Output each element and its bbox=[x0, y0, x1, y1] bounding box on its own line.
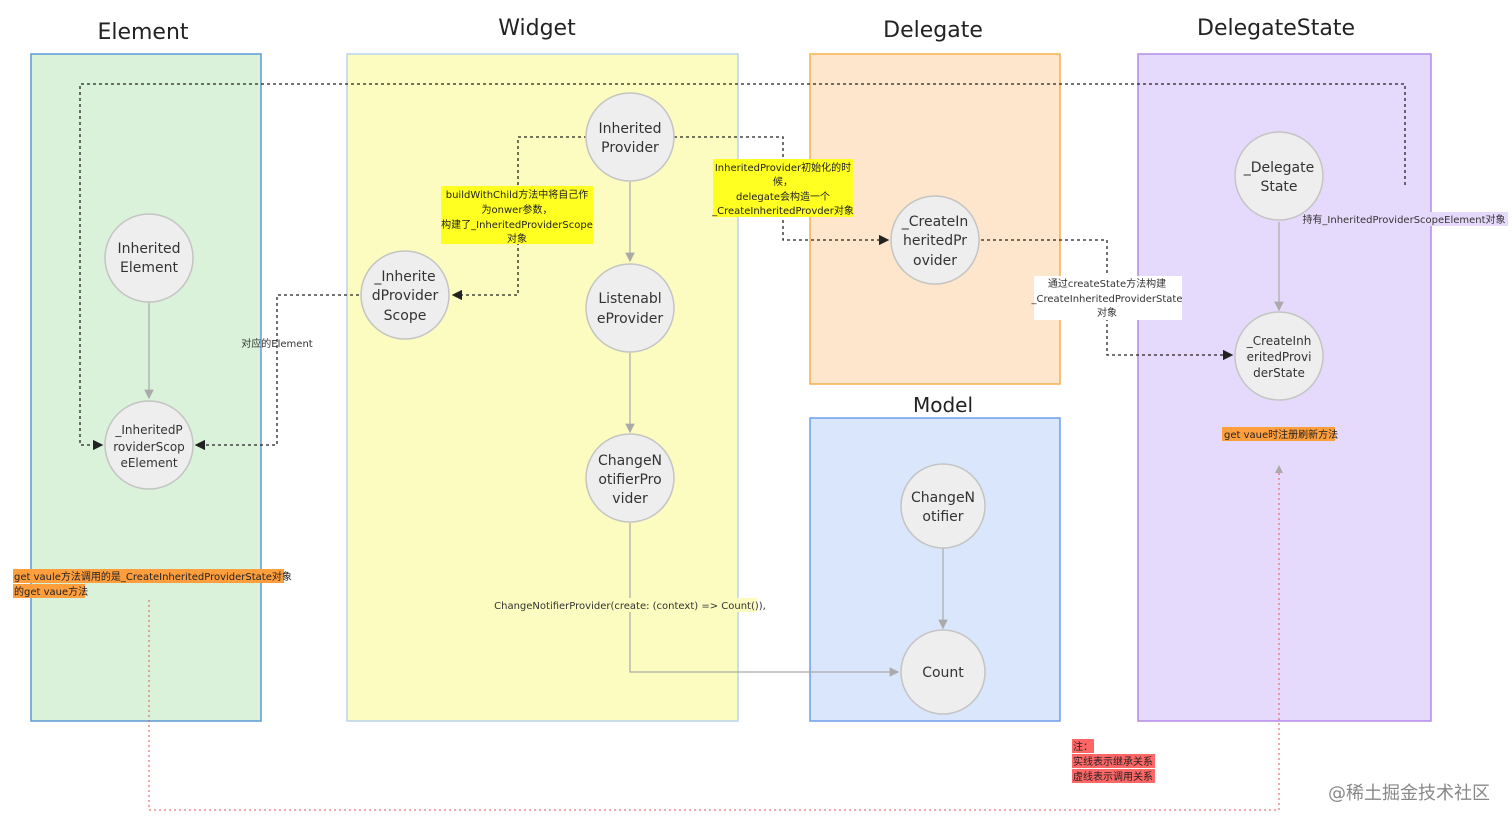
svg-text:Provider: Provider bbox=[601, 140, 659, 156]
svg-text:实线表示继承关系: 实线表示继承关系 bbox=[1073, 755, 1153, 768]
create-inherited-provider-state-node: _CreateInh eritedProvi derState bbox=[1234, 311, 1324, 401]
edge-provider-to-create-provider bbox=[674, 136, 890, 246]
call-edges bbox=[79, 83, 1406, 451]
svg-text:_CreateInh: _CreateInh bbox=[1246, 334, 1312, 348]
get-value-register-note: get vaue时注册刷新方法 bbox=[1222, 427, 1338, 441]
svg-text:通过createState方法构建: 通过createState方法构建 bbox=[1048, 277, 1166, 290]
count-node: Count bbox=[900, 629, 986, 715]
svg-text:_Inherite: _Inherite bbox=[373, 269, 435, 285]
inherited-provider-scope-node: _Inherite dProvider Scope bbox=[360, 250, 450, 340]
edge-create-provider-to-state bbox=[981, 239, 1234, 361]
svg-text:buildWithChild方法中将自己作: buildWithChild方法中将自己作 bbox=[446, 188, 589, 201]
svg-text:eritedProvi: eritedProvi bbox=[1247, 350, 1312, 364]
svg-text:delegate会构造一个: delegate会构造一个 bbox=[736, 190, 830, 203]
svg-text:eElement: eElement bbox=[120, 456, 177, 470]
svg-text:Listenabl: Listenabl bbox=[598, 291, 661, 307]
svg-text:构建了_InheritedProviderScope: 构建了_InheritedProviderScope bbox=[441, 218, 593, 231]
edge-provider-to-scope bbox=[451, 136, 587, 301]
svg-text:_CreateInheritedProvder对象: _CreateInheritedProvder对象 bbox=[711, 204, 854, 217]
edge-scope-to-element bbox=[194, 294, 359, 451]
svg-text:为onwer参数，: 为onwer参数， bbox=[482, 203, 553, 216]
svg-text:vider: vider bbox=[612, 491, 648, 507]
create-inherited-provider-node: _CreateIn heritedPr ovider bbox=[890, 195, 980, 285]
svg-text:dProvider: dProvider bbox=[372, 288, 439, 304]
svg-text:otifierPro: otifierPro bbox=[598, 472, 661, 488]
change-notifier-node: ChangeN otifier bbox=[900, 463, 986, 549]
svg-text:otifier: otifier bbox=[922, 509, 963, 525]
widget-column bbox=[346, 53, 739, 722]
svg-text:_CreateInheritedProviderState: _CreateInheritedProviderState bbox=[1031, 294, 1183, 305]
get-value-call-note: get vaule方法调用的是_CreateInheritedProviderS… bbox=[13, 569, 292, 598]
inherited-provider-init-note: InheritedProvider初始化的时 候， delegate会构造一个 … bbox=[711, 159, 854, 217]
widget-column-title: Widget bbox=[498, 16, 576, 41]
svg-text:ChangeN: ChangeN bbox=[598, 453, 662, 469]
svg-text:的get vaue方法: 的get vaue方法 bbox=[14, 585, 88, 598]
listenable-provider-node: Listenabl eProvider bbox=[585, 263, 675, 353]
holds-scope-element-note: 持有_InheritedProviderScopeElement对象 bbox=[1302, 212, 1508, 226]
svg-text:Inherited: Inherited bbox=[117, 241, 180, 257]
svg-text:ovider: ovider bbox=[913, 253, 957, 269]
inheritance-edges bbox=[144, 182, 1284, 677]
svg-text:Scope: Scope bbox=[384, 308, 427, 324]
delegate-column-title: Delegate bbox=[883, 18, 983, 43]
svg-text:虚线表示调用关系: 虚线表示调用关系 bbox=[1073, 770, 1153, 783]
element-column bbox=[30, 53, 262, 722]
svg-text:注：: 注： bbox=[1073, 740, 1093, 753]
svg-text:derState: derState bbox=[1253, 366, 1305, 380]
svg-text:State: State bbox=[1260, 179, 1297, 195]
svg-text:持有_InheritedProviderScopeEleme: 持有_InheritedProviderScopeElement对象 bbox=[1302, 213, 1505, 226]
build-with-child-note: buildWithChild方法中将自己作 为onwer参数， 构建了_Inhe… bbox=[441, 186, 593, 245]
svg-text:eProvider: eProvider bbox=[597, 311, 663, 327]
change-notifier-provider-node: ChangeN otifierPro vider bbox=[585, 433, 675, 523]
element-column-title: Element bbox=[97, 20, 188, 45]
edge-get-value-loop bbox=[148, 465, 1283, 811]
svg-text:_CreateIn: _CreateIn bbox=[901, 214, 969, 230]
delegate-state-column-title: DelegateState bbox=[1197, 16, 1355, 41]
legend-note: 注： 实线表示继承关系 虚线表示调用关系 bbox=[1072, 739, 1155, 783]
svg-text:Inherited: Inherited bbox=[598, 121, 661, 137]
svg-text:_InheritedP: _InheritedP bbox=[114, 423, 182, 437]
svg-text:ChangeN: ChangeN bbox=[911, 490, 975, 506]
create-state-note: 通过createState方法构建 _CreateInheritedProvid… bbox=[1031, 276, 1183, 320]
edge-cnp-to-count bbox=[629, 523, 900, 677]
inherited-element-node: Inherited Element bbox=[104, 213, 194, 303]
svg-text:heritedPr: heritedPr bbox=[903, 233, 967, 249]
svg-text:ChangeNotifierProvider(create:: ChangeNotifierProvider(create: (context)… bbox=[494, 601, 766, 612]
edge-holds-scope-element bbox=[79, 83, 1406, 451]
svg-text:_Delegate: _Delegate bbox=[1243, 160, 1314, 176]
svg-text:get vaule方法调用的是_CreateInherite: get vaule方法调用的是_CreateInheritedProviderS… bbox=[14, 570, 292, 583]
svg-text:候，: 候， bbox=[773, 175, 793, 188]
svg-text:roviderScop: roviderScop bbox=[113, 440, 185, 454]
svg-text:对象: 对象 bbox=[1097, 306, 1117, 319]
svg-text:对象: 对象 bbox=[507, 232, 527, 245]
svg-text:Element: Element bbox=[120, 260, 178, 276]
inherited-provider-node: Inherited Provider bbox=[585, 92, 675, 182]
watermark: @稀土掘金技术社区 bbox=[1328, 783, 1490, 804]
change-notifier-provider-code-note: ChangeNotifierProvider(create: (context)… bbox=[494, 598, 766, 612]
corresponding-element-label: 对应的Element bbox=[241, 337, 312, 350]
inherited-provider-scope-element-node: _InheritedP roviderScop eElement bbox=[104, 400, 194, 490]
svg-text:InheritedProvider初始化的时: InheritedProvider初始化的时 bbox=[715, 161, 851, 174]
delegate-state-node: _Delegate State bbox=[1234, 131, 1324, 221]
svg-text:get vaue时注册刷新方法: get vaue时注册刷新方法 bbox=[1224, 428, 1338, 441]
svg-text:Count: Count bbox=[922, 665, 964, 681]
model-column-title: Model bbox=[913, 393, 973, 417]
